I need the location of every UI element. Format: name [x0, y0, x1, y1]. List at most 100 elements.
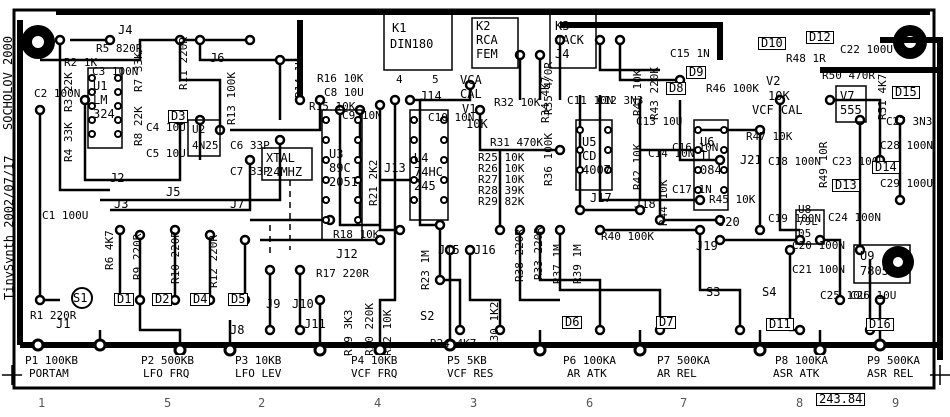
- jumper-j7: J7: [230, 197, 245, 211]
- diode-d12: D12: [806, 31, 834, 44]
- connector-k3-ref: K3: [555, 19, 570, 33]
- ic-u9-ref: U9: [860, 249, 875, 263]
- connector-pin-5: 5: [432, 73, 439, 86]
- capacitor-c18: C18 100N: [768, 155, 821, 168]
- capacitor-c17: C17 1N: [672, 183, 712, 196]
- resistor-r43: R43 220K: [648, 67, 661, 120]
- jumper-j8: J8: [230, 323, 245, 337]
- capacitor-c21: C21 100N: [792, 263, 845, 276]
- jumper-j11: J11: [304, 317, 326, 331]
- ic-u1-part: LM: [93, 93, 108, 107]
- resistor-r15: R15 10K: [309, 100, 356, 113]
- resistor-r23: R23 1M: [419, 250, 432, 290]
- panel-mark-4: 4: [374, 396, 382, 410]
- trimmer-v2-value: 10K: [768, 89, 790, 103]
- resistor-r1: R1 220R: [30, 309, 77, 322]
- pot-p8-value: P8 100KA: [774, 354, 829, 367]
- jumper-j18: J18: [634, 197, 656, 211]
- resistor-r50: R50 470R: [822, 69, 875, 82]
- connector-k1-type: DIN180: [390, 37, 434, 51]
- capacitor-c28: C28 100N: [880, 139, 933, 152]
- connector-k2-ref: K2: [476, 19, 491, 33]
- board-size-tag: 243.84: [816, 393, 866, 406]
- pot-p9-value: P9 500KA: [866, 354, 921, 367]
- board-title-text: TinySynth 2002/07/17: [2, 155, 16, 301]
- ic-u3-number: 2051: [329, 175, 358, 189]
- resistor-r11: R11 220R: [177, 37, 190, 90]
- connector-k2-type: RCA: [476, 33, 498, 47]
- resistor-r8: R8 22K: [132, 106, 145, 146]
- pot-p1-value: P1 100KB: [24, 354, 79, 367]
- vca-cal-label-2: CAL: [460, 87, 482, 101]
- capacitor-c25: C25 10U: [820, 289, 867, 302]
- resistor-r30: R30 1K2: [488, 301, 501, 348]
- panel-mark-3: 2: [258, 396, 266, 410]
- capacitor-c12: C12 3N3: [597, 94, 644, 107]
- ic-u5-number: 4007: [582, 163, 611, 177]
- capacitor-c26: C26 10U: [850, 289, 897, 302]
- capacitor-c15: C15 1N: [670, 47, 710, 60]
- connector-k3-type: JACK: [555, 33, 584, 47]
- resistor-r47: R47 10K: [746, 130, 793, 143]
- jumper-j14: J14: [420, 89, 442, 103]
- xtal-ref: XTAL: [266, 151, 295, 165]
- pot-p6-function: AR ATK: [566, 367, 608, 380]
- diode-d15: D15: [892, 86, 920, 99]
- panel-mark-9: 9: [892, 396, 900, 410]
- pot-p2-value: P2 500KB: [140, 354, 195, 367]
- resistor-r21: R21 2K2: [367, 159, 380, 206]
- capacitor-c24: C24 100N: [828, 211, 881, 224]
- ic-u8-part: 79L: [798, 215, 818, 228]
- capacitor-c16: C16 10N: [672, 141, 719, 154]
- trimmer-v2-label: VCF CAL: [752, 103, 803, 117]
- resistor-r27: R27 10K: [478, 173, 525, 186]
- resistor-r33: R33 220R: [532, 227, 545, 280]
- resistor-r16: R16 10K: [317, 72, 364, 85]
- diode-d3: D3: [168, 110, 189, 123]
- resistor-r46: R46 100K: [706, 82, 759, 95]
- ic-u5-part: CD: [582, 149, 597, 163]
- jumper-j21: J21: [740, 153, 762, 167]
- capacitor-c10: C10 10N: [428, 111, 475, 124]
- resistor-r10: R10 220R: [169, 231, 182, 284]
- resistor-r5: R5 820R: [96, 42, 143, 55]
- vca-cal-label-1: VCA: [460, 73, 482, 87]
- resistor-r18: R18 10K: [333, 228, 380, 241]
- mounting-hole-br: [882, 246, 914, 278]
- diode-d14: D14: [872, 161, 900, 174]
- resistor-r29: R29 82K: [478, 195, 525, 208]
- jumper-j3: J3: [114, 197, 129, 211]
- resistor-r14: R14 1K: [293, 58, 306, 98]
- switch-s2: S2: [420, 309, 435, 323]
- resistor-r32: R32 10K: [494, 96, 541, 109]
- panel-mark-5: 3: [470, 396, 478, 410]
- trimmer-v2-ref: V2: [766, 74, 781, 88]
- panel-mark-7: 7: [680, 396, 688, 410]
- trimmer-v1-ref: V1: [462, 102, 477, 116]
- diode-d13: D13: [832, 179, 860, 192]
- ic-u7-part: 555: [840, 103, 862, 117]
- ic-u6-ref: U6: [700, 135, 715, 149]
- capacitor-c3: C3 100N: [92, 65, 139, 78]
- resistor-r20: R20 220K: [363, 303, 376, 356]
- capacitor-c14: C14 10N: [648, 147, 695, 160]
- capacitor-c4: C4 10U: [146, 121, 186, 134]
- jumper-j2: J2: [110, 171, 125, 185]
- ic-u3-part: 89C: [329, 161, 351, 175]
- ic-u9-part: 7805: [860, 264, 889, 278]
- resistor-r36: R36 100K: [542, 133, 555, 186]
- capacitor-c19: C19 100N: [768, 212, 821, 225]
- resistor-r13: R13 100K: [225, 72, 238, 125]
- diode-d1: D1: [114, 293, 135, 306]
- ic-u4-part: 74HC: [414, 165, 443, 179]
- resistor-r51: R51 4K7: [876, 73, 889, 120]
- capacitor-c23: C23 100U: [832, 155, 885, 168]
- ic-u1-number: 324: [93, 107, 115, 121]
- connector-k2-gender: FEM: [476, 47, 498, 61]
- diode-d4: D4: [190, 293, 211, 306]
- jumper-j6: J6: [210, 51, 225, 65]
- jumper-j20: J20: [718, 215, 740, 229]
- capacitor-c29: C29 100U: [880, 177, 933, 190]
- resistor-r44: R44 10K: [657, 179, 670, 226]
- switch-s1: S1: [73, 291, 88, 305]
